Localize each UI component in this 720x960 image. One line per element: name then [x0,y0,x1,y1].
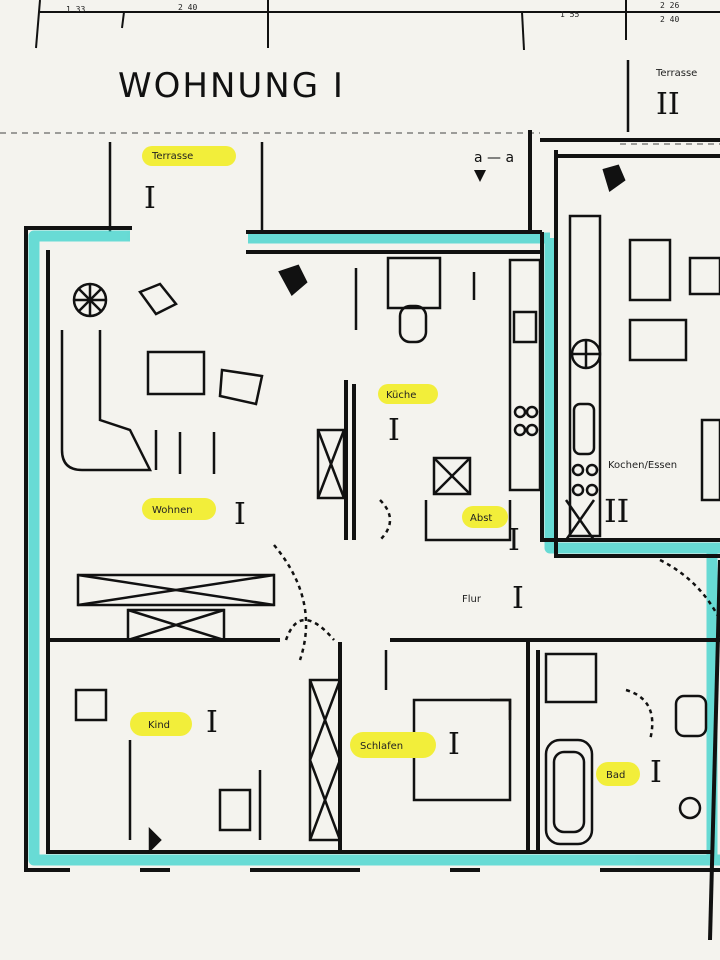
room-label-terrasse: Terrasse [151,151,193,162]
terrace-outline [108,142,264,232]
unit-numeral-bad: I [650,755,662,790]
plant-icon [602,164,626,193]
chair-icon [278,264,308,296]
section-arrow-icon [474,170,486,182]
shower-icon [544,652,598,704]
bathroom-fixtures [544,652,708,846]
room-label-flur: Flur [462,594,482,605]
unit-numeral-flur: I [512,581,524,616]
room-label-kind: Kind [148,720,170,731]
chair-icon [398,304,428,344]
room-label-kueche: Küche [386,390,416,401]
unit-numeral-kueche: I [388,413,400,448]
room-label-wohnen: Wohnen [152,505,193,516]
dashed-guides [0,132,720,145]
counter-icon [508,258,542,492]
unit-numeral-kochen-essen: II [604,492,629,530]
dimension-line [35,0,720,51]
child-room-furniture [74,688,262,854]
room-label-bad: Bad [606,770,625,781]
unit-numeral-wohnen: I [234,497,246,532]
dimension-label: 1 55 [560,10,579,19]
toilet-icon [678,796,702,820]
label-highlight [596,762,640,786]
kitchen-furniture [278,256,542,500]
unit-numeral-terrasse-ii: II [656,87,680,122]
label-highlight [462,506,508,528]
unit-numeral-kind: I [206,705,218,740]
label-highlight [350,732,436,758]
chair-icon [218,368,264,406]
sink-icon [512,310,538,344]
room-label-schlafen: Schlafen [360,741,403,752]
living-room-furniture [60,282,308,661]
page-title: WOHNUNG I [118,66,345,106]
washbasin-icon [674,694,708,738]
hall-fixtures [379,499,720,621]
dimension-label: 2 26 [660,1,679,10]
section-marker: a — a [474,150,514,166]
label-highlight [130,712,192,736]
sofa-icon [60,330,153,472]
unit-numeral-schlafen: I [448,727,460,762]
dimension-label: 2 40 [178,3,197,12]
dimension-label: 1 33 [66,5,85,14]
label-highlight [142,146,236,166]
armchair-icon [138,282,178,316]
room-label-kochen-essen: Kochen/Essen [608,460,677,471]
label-highlight [378,384,438,404]
dimension-label: 2 40 [660,15,679,24]
unit-numeral-terrasse: I [144,181,156,216]
unit-ii-furniture [564,164,720,541]
coffee-table-icon [146,350,206,396]
room-label-terrasse-ii: Terrasse [655,68,697,79]
table-icon [386,256,442,310]
label-highlight [142,498,216,520]
room-label-abst: Abst [470,513,492,524]
bathtub-icon [544,738,594,846]
unit-numeral-abst: I [508,523,520,558]
desk-chair-icon [218,788,252,832]
